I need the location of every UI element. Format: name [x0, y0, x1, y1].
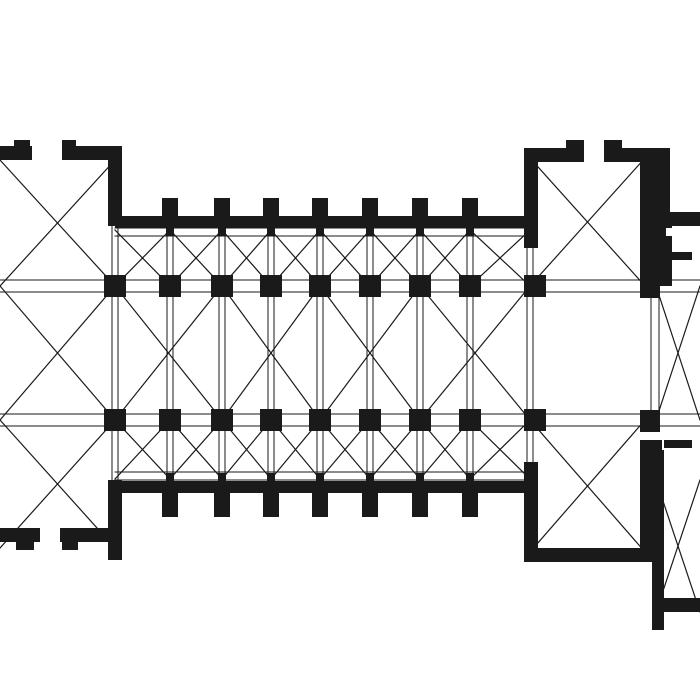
south-buttress-7: [462, 491, 478, 517]
south-arcade-pier-9: [524, 409, 546, 431]
south-buttress-1: [162, 491, 178, 517]
north-wall-shaft-5: [366, 224, 374, 236]
south-wall-shaft-4: [316, 473, 324, 485]
south-transept-vault-rib-b: [529, 419, 646, 553]
south-wall-shaft-7: [466, 473, 474, 485]
piers: [104, 224, 692, 485]
south-buttress-4: [312, 491, 328, 517]
crossing-pier-north-east: [640, 276, 660, 298]
north-arcade-pier-6: [359, 275, 381, 297]
west-buttress-north-1: [14, 140, 30, 160]
choir-pier-south: [664, 440, 692, 448]
nave-vault-2-rib-b: [221, 285, 321, 421]
west-bay-north-rib-b: [0, 159, 116, 287]
north-transept-buttress-1: [566, 140, 584, 162]
south-transept-south-wall: [524, 548, 664, 562]
south-wall-shaft-6: [416, 473, 424, 485]
crossing-pier-south-east: [640, 410, 660, 432]
north-wall-shaft-2: [218, 224, 226, 236]
west-buttress-south-1: [16, 534, 34, 550]
north-arcade-pier-9: [524, 275, 546, 297]
buttresses: [14, 140, 664, 630]
north-wall-shaft-3: [267, 224, 275, 236]
north-buttress-2: [214, 198, 230, 222]
north-wall-shaft-7: [466, 224, 474, 236]
north-arcade-pier-7: [409, 275, 431, 297]
south-wall-shaft-1: [166, 473, 174, 485]
north-wall-shaft-4: [316, 224, 324, 236]
north-arcade-pier-2: [159, 275, 181, 297]
north-buttress-1: [162, 198, 178, 222]
west-bay-south-rib-b: [0, 419, 116, 549]
south-arcade-pier-4: [260, 409, 282, 431]
west-bay-south-east-wall: [108, 480, 122, 560]
choir-pier-north: [664, 252, 692, 260]
north-arcade-pier-1: [104, 275, 126, 297]
west-bay-north-east-wall: [108, 146, 122, 226]
north-arcade-pier-4: [260, 275, 282, 297]
south-arcade-pier-5: [309, 409, 331, 431]
south-buttress-2: [214, 491, 230, 517]
south-aisle-vault-8-rib-b: [469, 419, 531, 480]
north-transept-west-wall: [524, 148, 538, 248]
west-buttress-south-2: [62, 534, 78, 550]
north-arcade-pier-5: [309, 275, 331, 297]
south-wall-shaft-5: [366, 473, 374, 485]
west-bay-center-rib-b: [0, 285, 116, 421]
north-transept-buttress-2: [604, 140, 622, 162]
north-wall-shaft-1: [166, 224, 174, 236]
south-buttress-5: [362, 491, 378, 517]
south-arcade-pier-8: [459, 409, 481, 431]
south-arcade-pier-7: [409, 409, 431, 431]
north-buttress-5: [362, 198, 378, 222]
south-wall-shaft-2: [218, 473, 226, 485]
choir-north-return: [660, 212, 672, 286]
west-wall-north-right: [62, 146, 122, 160]
north-buttress-3: [263, 198, 279, 222]
north-buttress-7: [462, 198, 478, 222]
south-arcade-pier-1: [104, 409, 126, 431]
choir-south-buttress: [652, 610, 664, 630]
south-buttress-6: [412, 491, 428, 517]
south-arcade-pier-6: [359, 409, 381, 431]
west-buttress-north-2: [62, 140, 76, 160]
north-arcade-pier-8: [459, 275, 481, 297]
north-buttress-6: [412, 198, 428, 222]
south-arcade-pier-2: [159, 409, 181, 431]
nave-vault-1-rib-b: [114, 285, 223, 421]
nave-vault-4-rib-b: [419, 285, 531, 421]
choir-south-aisle-west-wall: [652, 450, 664, 612]
choir-vault-rib-b: [655, 285, 700, 421]
south-buttress-3: [263, 491, 279, 517]
north-transept-vault-rib-b: [529, 157, 646, 287]
south-transept-west-wall: [524, 462, 538, 562]
south-arcade-pier-3: [211, 409, 233, 431]
stair-opening-south: [666, 490, 674, 498]
north-buttress-4: [312, 198, 328, 222]
north-wall-shaft-6: [416, 224, 424, 236]
north-arcade-pier-3: [211, 275, 233, 297]
stair-opening-north: [666, 228, 674, 236]
south-wall-shaft-3: [267, 473, 275, 485]
nave-vault-3-rib-b: [319, 285, 421, 421]
